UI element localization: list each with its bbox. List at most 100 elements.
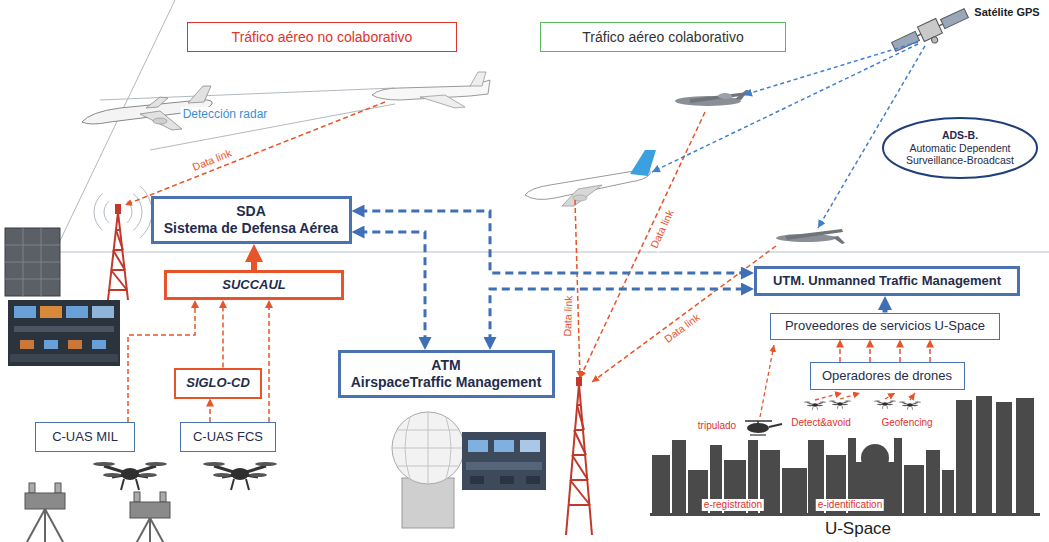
service-box: Proveedores de servicios U-Space [770, 313, 1000, 340]
atc-room-photo [470, 476, 484, 484]
radar-beam [100, 88, 395, 100]
jammer-device [134, 492, 140, 502]
helicopter [745, 421, 782, 435]
drone-link-line [910, 393, 915, 400]
region-title: U-Space [823, 519, 893, 539]
airliner [562, 185, 602, 206]
box-text: C-UAS MIL [52, 429, 118, 445]
gps-signal-line [652, 44, 918, 172]
city-skyline [861, 444, 889, 472]
jammer-device [25, 493, 65, 509]
jammer-device [27, 509, 45, 542]
box-text: Sistema de Defensa Aérea [164, 220, 339, 237]
small-drone [829, 400, 851, 408]
control-room-photo [8, 300, 120, 366]
helicopter [757, 421, 759, 424]
atc-room-photo [520, 440, 540, 452]
box-text: Proveedores de servicios U-Space [785, 318, 985, 334]
connector-line [128, 305, 195, 422]
control-room-photo [20, 340, 34, 349]
comm-tower [566, 378, 592, 535]
drone-link-line [840, 393, 860, 399]
atc-room-photo [466, 462, 542, 470]
jammer-device [44, 509, 46, 542]
function-label: Detect&avoid [789, 417, 852, 429]
radio-tower [109, 289, 127, 291]
comm-tower [570, 480, 590, 505]
comm-tower [572, 454, 586, 456]
drone-link-line [760, 345, 774, 417]
city-skyline [650, 513, 1040, 516]
jammer-device [25, 483, 170, 542]
connector-line [839, 344, 841, 362]
connector-line [929, 344, 931, 362]
atc-room-photo [468, 440, 488, 452]
city-skyline [672, 440, 686, 515]
jammer-device [25, 483, 65, 542]
atc-room-photo [462, 432, 546, 490]
data-link-line [592, 246, 776, 382]
radio-tower [116, 205, 120, 213]
reaper-drone [776, 229, 845, 244]
control-room-photo [8, 300, 120, 366]
connector-line [883, 304, 888, 312]
radar-screen [5, 279, 60, 280]
comm-tower [568, 504, 590, 506]
comm-tower [577, 378, 581, 385]
data-link-line [575, 200, 580, 378]
city-skyline [1016, 398, 1034, 515]
control-room-photo [14, 326, 114, 332]
horizon-line [58, 252, 1049, 253]
control-room-photo [10, 354, 118, 362]
satellite [918, 19, 943, 42]
radar-beam [94, 194, 103, 231]
connector [359, 211, 746, 273]
radar-beam [133, 194, 142, 231]
link-label: Data link [561, 293, 575, 338]
radar-screen [5, 262, 60, 263]
box-text: C-UAS FCS [193, 429, 263, 445]
atc-room-photo [462, 432, 546, 490]
ellipse-shape [883, 118, 1037, 178]
connector [885, 304, 886, 312]
radar-beam [104, 201, 109, 222]
connector-line [268, 305, 270, 422]
radio-tower [108, 205, 128, 300]
atc-room-photo [500, 476, 514, 484]
radio-tower [118, 212, 128, 300]
system-box: SUCCAUL [164, 270, 344, 300]
comm-tower [574, 429, 584, 431]
box-text: UTM. Unmanned Traffic Management [773, 273, 1001, 289]
link-label: Data link [647, 206, 677, 252]
connector [254, 255, 255, 270]
box-heading: SDA [236, 203, 266, 220]
connector-line [222, 305, 224, 368]
satellite-label: Satélite GPS [972, 6, 1041, 19]
radio-tower [111, 270, 127, 290]
drone-link-line [815, 393, 842, 400]
radar-screen [5, 245, 60, 246]
airliner [153, 118, 167, 124]
category-box: Tráfico aéreo no colaborativo [187, 22, 457, 52]
city-skyline [894, 438, 902, 515]
horizon-line [58, 251, 1049, 252]
quadcopter [203, 462, 277, 490]
radar-dome [392, 412, 464, 484]
connector-line [869, 344, 871, 362]
comm-tower [574, 430, 586, 455]
jammer-device [130, 492, 170, 542]
control-room-photo [92, 340, 106, 349]
airliner [525, 150, 656, 206]
fighter-jet [470, 72, 486, 86]
category-box: Tráfico aéreo colaborativo [540, 22, 786, 52]
city-skyline [904, 465, 924, 515]
box-heading: ADS-B. [898, 129, 1022, 142]
control-room-photo [14, 306, 36, 318]
box-heading: ATM [431, 357, 460, 374]
quadcopter [93, 462, 167, 490]
connector [223, 305, 224, 368]
control-room-photo [92, 306, 114, 318]
radar-beam [150, 104, 395, 150]
data-link-line [125, 102, 385, 205]
